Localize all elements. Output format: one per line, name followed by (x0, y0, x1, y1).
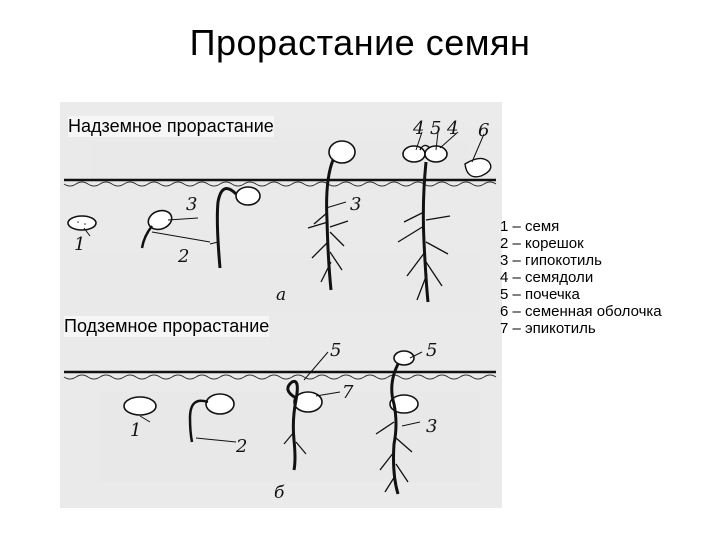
legend-item: 6 – семенная оболочка (500, 303, 715, 320)
callout-top-4b: 4 (446, 118, 458, 139)
callout-top-3a: 3 (186, 194, 197, 215)
callout-top-1: 1 (74, 234, 85, 255)
paper-texture (60, 102, 502, 508)
callout-bottom-5b: 5 (426, 340, 437, 361)
callout-top-4a: 4 (412, 118, 424, 139)
callout-top-2: 2 (177, 246, 189, 267)
bottom-seed-stage-1 (124, 397, 156, 415)
germination-drawing: 4 5 4 6 1 3 2 3 а (60, 102, 502, 508)
panel-letter-b: б (274, 483, 285, 503)
label-above-ground: Надземное прорастание (68, 116, 274, 137)
legend-item: 3 – гипокотиль (500, 252, 715, 269)
callout-bottom-2: 2 (235, 436, 247, 457)
callout-bottom-3: 3 (426, 416, 437, 437)
page-title: Прорастание семян (0, 22, 720, 64)
callout-bottom-1: 1 (130, 420, 141, 441)
legend: 1 – семя 2 – корешок 3 – гипокотиль 4 – … (500, 218, 715, 337)
callout-bottom-5a: 5 (330, 340, 341, 361)
legend-item: 5 – почечка (500, 286, 715, 303)
legend-item: 1 – семя (500, 218, 715, 235)
germination-figure: 4 5 4 6 1 3 2 3 а (60, 102, 502, 508)
callout-bottom-7: 7 (342, 382, 354, 403)
callout-top-6: 6 (478, 120, 489, 141)
panel-letter-a: а (276, 285, 286, 305)
label-below-ground: Подземное прорастание (64, 316, 269, 337)
top-seed-stage-1 (68, 216, 96, 230)
callout-top-5: 5 (430, 118, 441, 139)
legend-item: 4 – семядоли (500, 269, 715, 286)
callout-top-3b: 3 (350, 194, 361, 215)
legend-item: 7 – эпикотиль (500, 320, 715, 337)
legend-item: 2 – корешок (500, 235, 715, 252)
